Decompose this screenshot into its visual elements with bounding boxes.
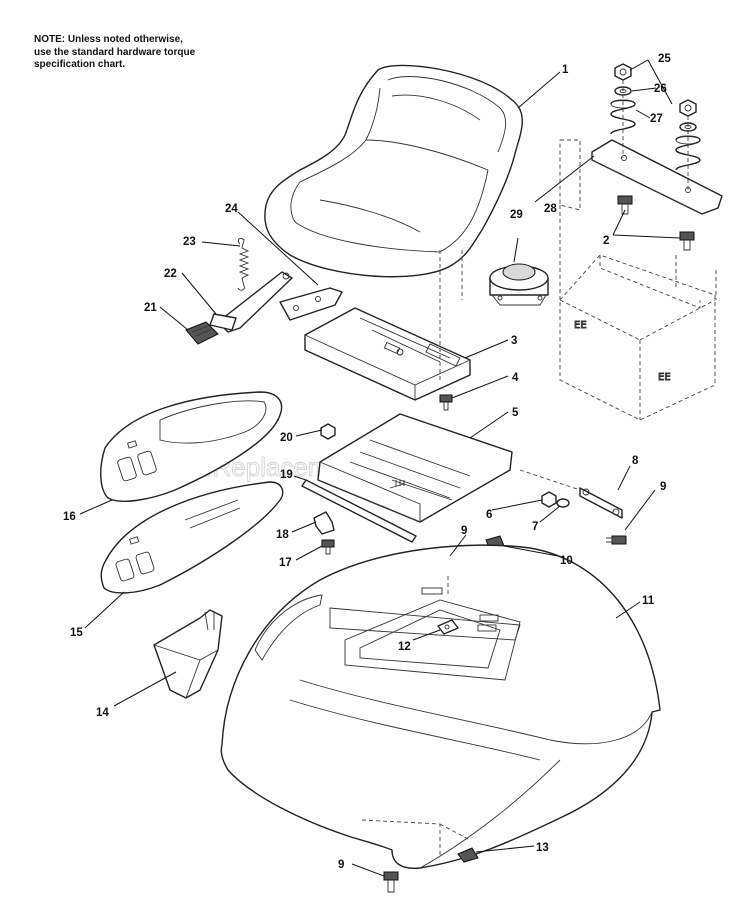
bolt-part-2-upper[interactable] [617, 195, 633, 215]
callout-5: 5 [512, 407, 519, 419]
spring-part-27-left[interactable] [610, 99, 636, 135]
callout-9-bottom: 9 [338, 859, 344, 871]
seat-latch-bracket-part-24[interactable] [279, 287, 343, 321]
link-part-8[interactable] [579, 487, 623, 519]
callout-26: 26 [654, 83, 667, 95]
callout-11: 11 [642, 595, 655, 607]
callout-9-center: 9 [461, 525, 467, 537]
bolt-part-4[interactable] [439, 394, 453, 411]
cup-holder-part-14[interactable] [153, 609, 223, 699]
callout-22: 22 [164, 268, 177, 280]
callout-9-right: 9 [660, 481, 666, 493]
leader-lines [79, 59, 681, 877]
washer-part-7[interactable] [556, 498, 570, 508]
guide-line [361, 819, 471, 858]
seat-pan-part-3[interactable] [304, 307, 471, 401]
mounting-plate-part-28[interactable] [591, 80, 723, 215]
callout-29: 29 [510, 209, 523, 221]
bolt-part-9-bottom[interactable] [383, 871, 399, 893]
nut-part-25-right[interactable] [679, 99, 697, 117]
guide-line [519, 469, 581, 491]
callout-19: 19 [280, 469, 293, 481]
callout-2: 2 [603, 235, 609, 247]
callout-15: 15 [70, 627, 83, 639]
nut-part-6[interactable] [541, 491, 557, 508]
spring-part-23[interactable] [237, 237, 250, 291]
callout-25: 25 [658, 53, 671, 65]
callout-12: 12 [398, 641, 411, 653]
callout-1: 1 [562, 64, 569, 76]
bolt-part-17[interactable] [321, 539, 335, 555]
frame-slot-mark-left: EE [574, 320, 587, 331]
callout-13: 13 [536, 842, 549, 854]
torque-note-line-2: use the standard hardware torque [34, 46, 196, 58]
callout-23: 23 [183, 236, 196, 248]
callout-28: 28 [544, 203, 557, 215]
nut-part-13[interactable] [457, 847, 479, 863]
fender-cover-part-16[interactable] [100, 391, 283, 502]
fender-cover-part-15[interactable] [100, 481, 284, 594]
callout-20: 20 [280, 432, 293, 444]
seat-frame-bracket: EE EE [559, 139, 717, 421]
bolt-part-2-lower[interactable] [679, 231, 695, 251]
callout-3: 3 [511, 335, 517, 347]
callout-labels: 1 2 3 4 5 6 7 8 9 9 9 10 11 12 13 14 15 … [63, 53, 671, 871]
clamp-part-18[interactable] [313, 511, 335, 535]
callout-6: 6 [486, 509, 492, 521]
callout-27: 27 [650, 113, 663, 125]
callout-16: 16 [63, 511, 76, 523]
torque-note: NOTE: Unless noted otherwise, use the st… [34, 34, 195, 72]
spring-part-27-right[interactable] [675, 135, 701, 171]
rear-fender-part-11[interactable] [220, 544, 661, 869]
callout-8: 8 [632, 455, 639, 467]
callout-14: 14 [96, 707, 109, 719]
nut-part-25-left[interactable] [614, 63, 632, 81]
callout-7: 7 [532, 521, 538, 533]
callout-10: 10 [560, 555, 573, 567]
torque-note-line-3: specification chart. [34, 59, 126, 70]
latch-arm-part-22[interactable] [209, 271, 293, 333]
bolt-part-9-right[interactable] [606, 535, 627, 545]
nut-part-20[interactable] [320, 423, 336, 440]
callout-18: 18 [276, 529, 289, 541]
seat-part-1[interactable] [264, 64, 523, 278]
callout-21: 21 [144, 302, 157, 314]
hinge-rod-part-19[interactable] [301, 479, 417, 543]
seat-switch-part-29[interactable] [489, 263, 549, 306]
clip-part-12[interactable] [437, 619, 459, 635]
callout-24: 24 [225, 203, 238, 215]
callout-4: 4 [512, 372, 519, 384]
torque-note-line-1: NOTE: Unless noted otherwise, [34, 34, 183, 45]
frame-slot-mark-right: EE [658, 372, 671, 383]
latch-pad-part-21[interactable] [185, 321, 219, 345]
seat-plate-part-5[interactable] [317, 413, 513, 523]
callout-17: 17 [279, 557, 292, 569]
